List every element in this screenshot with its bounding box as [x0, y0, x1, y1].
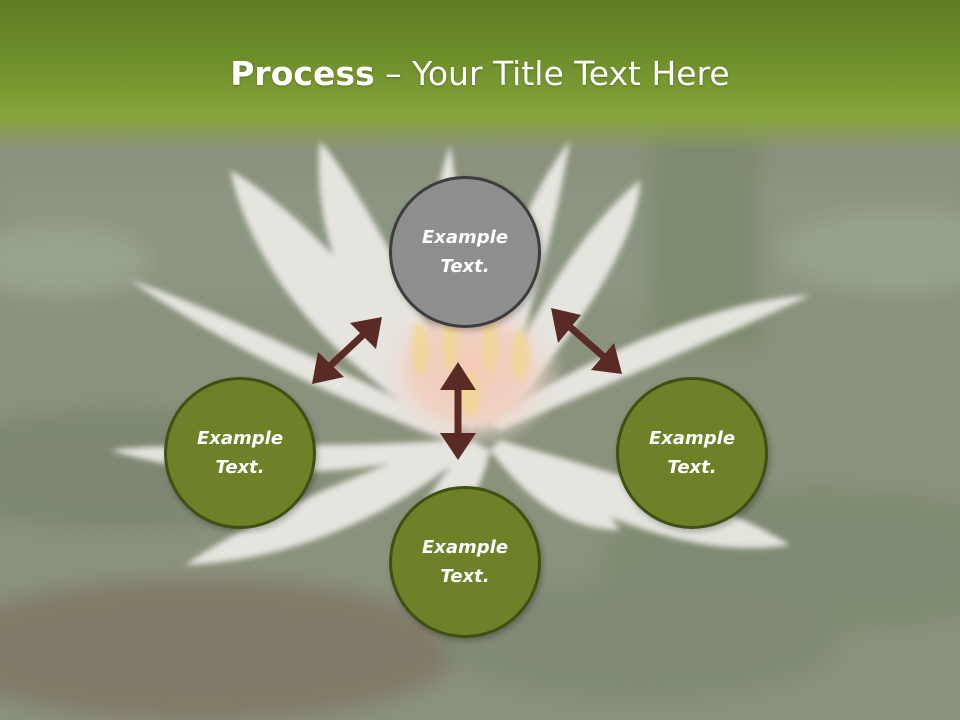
process-node-top: Example Text. [389, 176, 541, 328]
node-left-line2: Text. [215, 457, 265, 478]
slide-title: Process – Your Title Text Here [0, 52, 960, 96]
node-bottom-line1: Example [421, 537, 509, 558]
process-node-bottom: Example Text. [389, 486, 541, 638]
node-right-line2: Text. [667, 457, 717, 478]
node-right-line1: Example [648, 428, 736, 449]
title-regular-part: – Your Title Text Here [374, 54, 730, 93]
title-bar [0, 0, 960, 150]
title-bold-part: Process [230, 54, 375, 93]
node-bottom-line2: Text. [440, 566, 490, 587]
node-top-line2: Text. [440, 256, 490, 277]
process-node-left: Example Text. [164, 377, 316, 529]
node-top-line1: Example [421, 227, 509, 248]
node-left-line1: Example [196, 428, 284, 449]
process-node-right: Example Text. [616, 377, 768, 529]
